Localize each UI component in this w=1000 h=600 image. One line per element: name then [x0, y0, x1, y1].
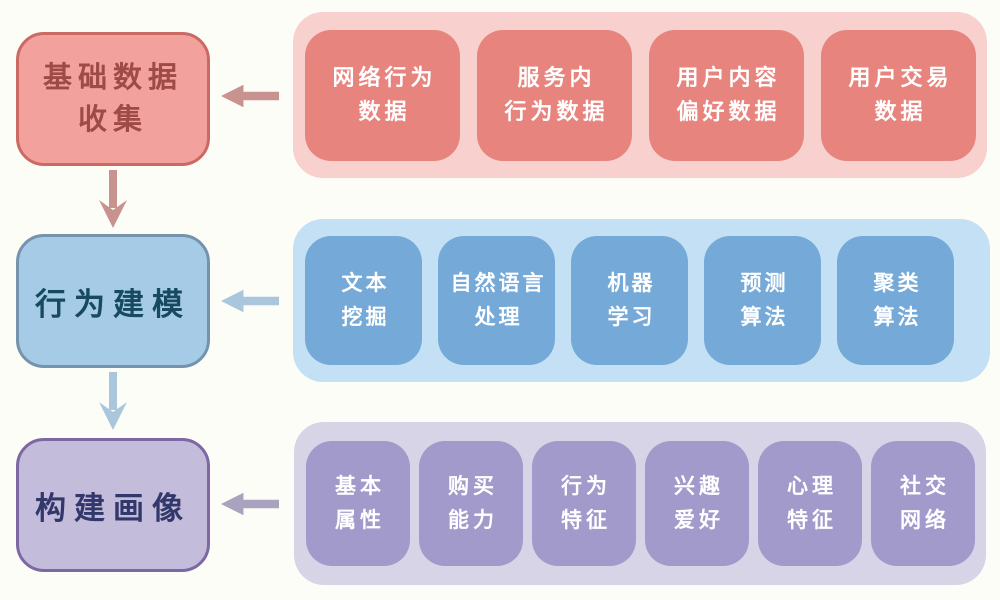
profile-dimension-item: 购买 能力	[419, 441, 523, 566]
item-label-line: 网络	[900, 508, 950, 532]
profile-dimension-item: 兴趣 爱好	[645, 441, 749, 566]
item-label-line: 用户内容	[676, 64, 781, 90]
item-label-line: 学习	[607, 305, 656, 329]
arrow-left-icon	[221, 289, 279, 313]
item-label-line: 服务内	[517, 64, 596, 90]
item-label-line: 属性	[335, 508, 385, 532]
stage-data-collection: 基础数据 收集	[16, 32, 210, 166]
modeling-techniques-panel: 文本 挖掘 自然语言 处理 机器 学习 预测 算法 聚类 算法	[293, 219, 990, 382]
item-label-line: 行为	[561, 474, 611, 498]
item-label-line: 数据	[874, 99, 927, 124]
item-label-line: 自然语言	[450, 271, 547, 295]
item-label-line: 处理	[474, 305, 523, 329]
item-label-line: 挖掘	[341, 305, 390, 329]
item-label-line: 行为数据	[504, 99, 609, 124]
data-sources-panel: 网络行为 数据 服务内 行为数据 用户内容 偏好数据 用户交易 数据	[293, 12, 987, 178]
item-label-line: 数据	[358, 99, 411, 124]
technique-item: 机器 学习	[571, 236, 688, 365]
data-source-item: 用户交易 数据	[821, 29, 976, 161]
item-label-line: 特征	[787, 508, 837, 532]
data-source-item: 服务内 行为数据	[477, 29, 632, 161]
arrow-left-icon	[221, 84, 279, 108]
arrow-down-icon	[99, 170, 127, 228]
arrow-down-icon	[99, 372, 127, 430]
item-label-line: 爱好	[674, 508, 724, 532]
technique-item: 聚类 算法	[837, 236, 954, 365]
profile-dimension-item: 心理 特征	[758, 441, 862, 566]
data-source-item: 网络行为 数据	[305, 29, 460, 161]
stage-behavior-modeling: 行为建模	[16, 234, 210, 368]
profile-dimension-item: 行为 特征	[532, 441, 636, 566]
item-label-line: 算法	[873, 305, 922, 329]
item-label-line: 用户交易	[848, 64, 953, 90]
stage-label-line: 收集	[77, 104, 148, 136]
stage-label-line: 构建画像	[35, 490, 191, 526]
profile-dimensions-panel: 基本 属性 购买 能力 行为 特征 兴趣 爱好 心理 特征 社交 网络	[294, 422, 986, 585]
item-label-line: 偏好数据	[676, 99, 781, 124]
stage-label-line: 基础数据	[42, 61, 183, 94]
stage-label-line: 行为建模	[35, 286, 191, 322]
item-label-line: 聚类	[873, 271, 922, 295]
technique-item: 文本 挖掘	[305, 236, 422, 365]
technique-item: 预测 算法	[704, 236, 821, 365]
item-label-line: 文本	[341, 271, 390, 295]
item-label-line: 算法	[740, 305, 789, 329]
profile-dimension-item: 基本 属性	[306, 441, 410, 566]
item-label-line: 社交	[900, 474, 950, 498]
item-label-line: 能力	[448, 508, 498, 532]
stage-profile-building: 构建画像	[16, 438, 210, 572]
item-label-line: 网络行为	[332, 64, 437, 90]
arrow-left-icon	[221, 492, 279, 516]
item-label-line: 心理	[787, 474, 837, 498]
item-label-line: 机器	[607, 271, 656, 295]
item-label-line: 特征	[561, 508, 611, 532]
item-label-line: 购买	[448, 474, 498, 498]
technique-item: 自然语言 处理	[438, 236, 555, 365]
item-label-line: 兴趣	[674, 474, 724, 498]
item-label-line: 预测	[740, 271, 789, 295]
profile-dimension-item: 社交 网络	[871, 441, 975, 566]
item-label-line: 基本	[335, 474, 385, 498]
data-source-item: 用户内容 偏好数据	[649, 29, 804, 161]
